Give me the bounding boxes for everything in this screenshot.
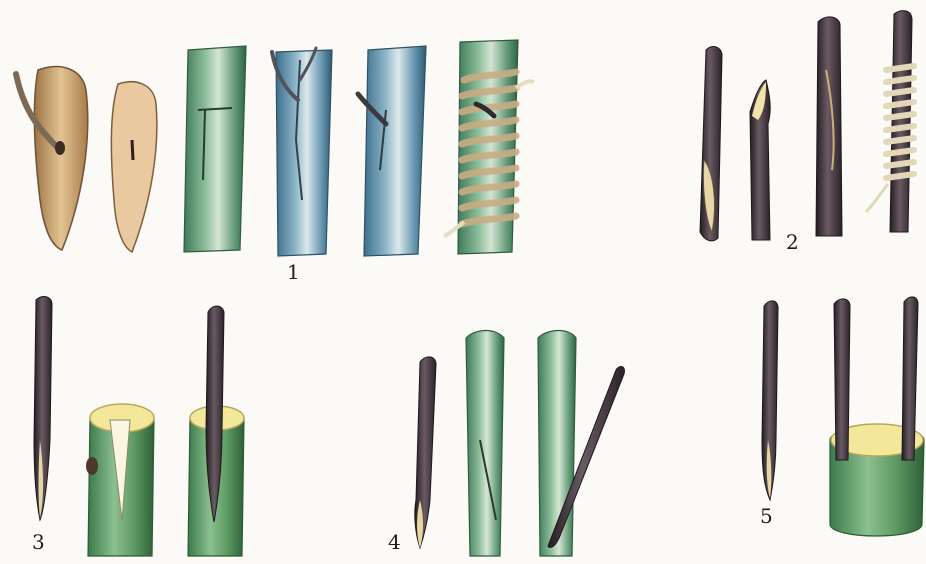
- bud-shield-with-petiole: [16, 67, 88, 250]
- rootstock-cleft: [86, 404, 154, 556]
- rootstock-bud-closed: [358, 46, 426, 256]
- rootstock-cleft-with-scion: [188, 306, 244, 556]
- scion-side: [415, 357, 436, 548]
- figure-label-3: 3: [32, 532, 45, 552]
- rootstock-bud-inserted: [272, 48, 332, 256]
- rootstock-bud-tied: [444, 40, 534, 254]
- rootstock-t-cut: [184, 46, 246, 252]
- figure-5-bark-grafting-group: [762, 297, 924, 536]
- figure-label-1: 1: [287, 262, 300, 282]
- figure-1-bud-grafting-group: [16, 40, 534, 256]
- figure-label-2: 2: [786, 232, 799, 252]
- stump-with-two-scions: [830, 297, 924, 536]
- figure-3-cleft-grafting-group: [34, 297, 244, 556]
- rootstock-side-with-scion: [538, 331, 624, 557]
- scion-bark: [762, 301, 778, 500]
- rootstock-side-cut: [466, 331, 504, 557]
- splice-tied: [866, 11, 914, 232]
- figure-4-side-grafting-group: [415, 331, 625, 557]
- figure-2-splice-grafting-group: [700, 11, 914, 241]
- scion-wedge: [34, 297, 52, 520]
- splice-joined: [816, 17, 842, 236]
- scion-long-cut: [700, 47, 722, 241]
- figure-label-4: 4: [388, 532, 401, 552]
- rootstock-slanted-cut: [750, 80, 770, 240]
- figure-label-5: 5: [760, 506, 773, 526]
- bud-shield-inner-view: [111, 82, 157, 252]
